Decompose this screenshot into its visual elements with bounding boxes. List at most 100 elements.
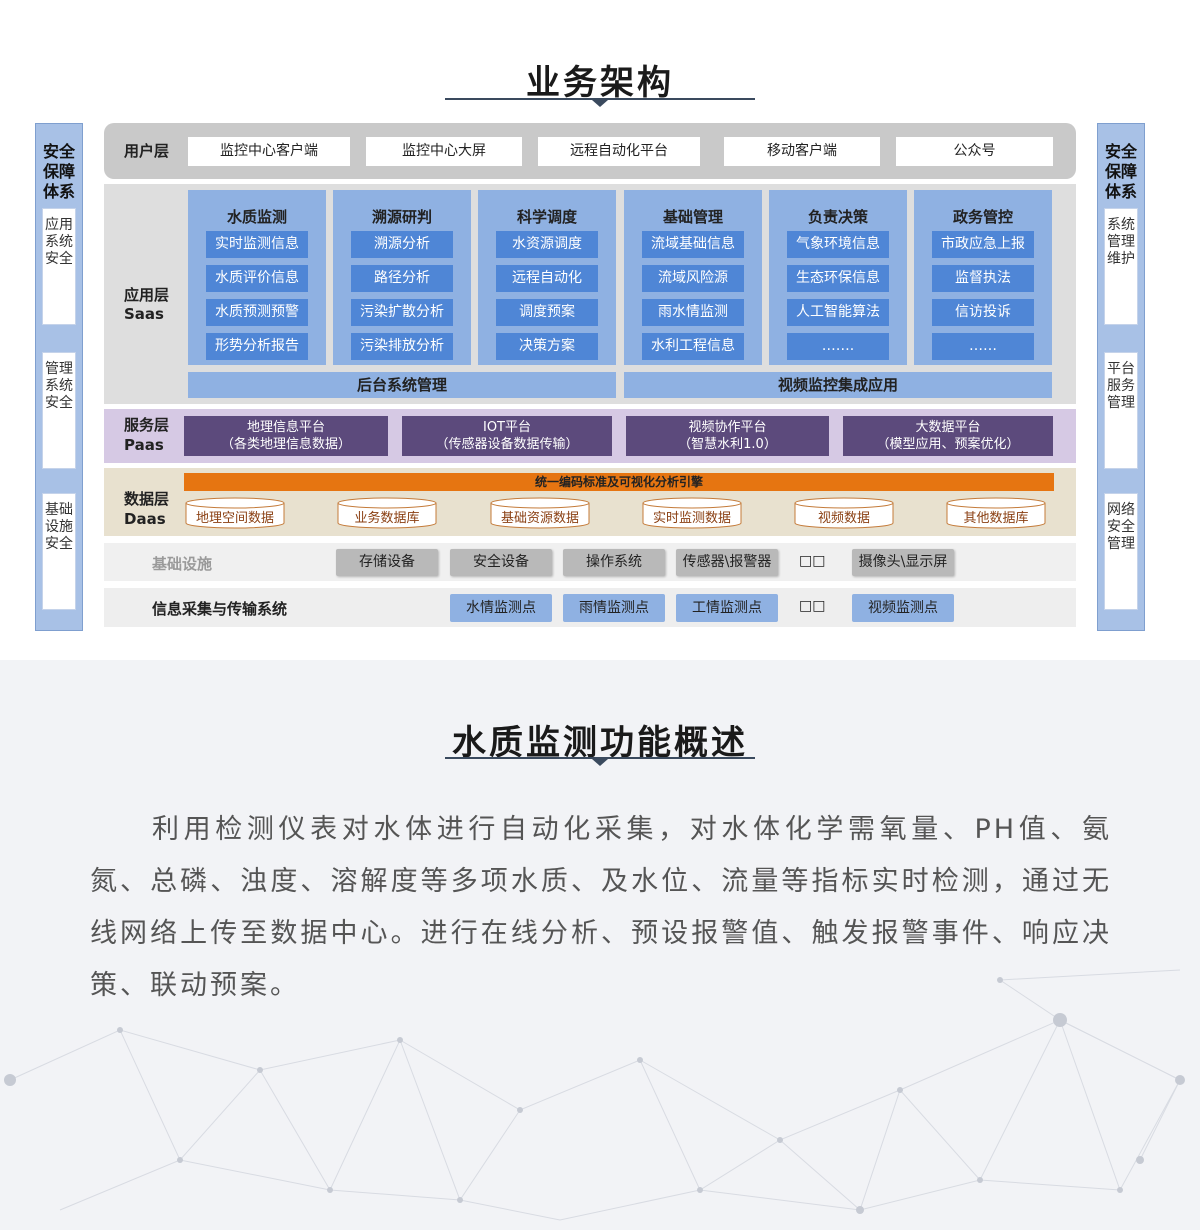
app-column-title: 科学调度 <box>478 206 616 227</box>
service-item-title: 大数据平台 <box>843 419 1053 436</box>
user-item: 监控中心大屏 <box>366 137 522 166</box>
collection-item: 水情监测点 <box>450 594 552 622</box>
service-item: 大数据平台 （模型应用、预案优化） <box>843 416 1053 456</box>
data-layer-sublabel: Daas <box>124 510 166 529</box>
database-cylinder: 其他数据库 <box>946 497 1046 529</box>
service-layer: 服务层 Paas 地理信息平台 （各类地理信息数据） IOT平台 （传感器设备数… <box>104 409 1076 463</box>
app-column-title: 水质监测 <box>188 206 326 227</box>
app-item: 决策方案 <box>496 333 598 360</box>
app-item: 调度预案 <box>496 299 598 326</box>
app-layer-label: 应用层 <box>124 286 169 305</box>
infrastructure-item: 安全设备 <box>450 549 552 576</box>
app-item: 污染排放分析 <box>351 333 453 360</box>
app-item: 远程自动化 <box>496 265 598 292</box>
database-cylinder: 地理空间数据 <box>185 497 285 529</box>
app-column-title: 基础管理 <box>624 206 762 227</box>
left-security-item: 应用系统安全 <box>42 208 76 325</box>
infrastructure-label: 基础设施 <box>152 553 212 574</box>
service-item-desc: （各类地理信息数据） <box>184 436 388 453</box>
app-item: 市政应急上报 <box>932 231 1034 258</box>
app-item: 信访投诉 <box>932 299 1034 326</box>
collection-layer: 信息采集与传输系统 水情监测点 雨情监测点 工情监测点 □□ 视频监测点 <box>104 588 1076 627</box>
infrastructure-item: 操作系统 <box>563 549 665 576</box>
backend-management-bar: 后台系统管理 <box>188 372 616 398</box>
left-security-column: 安全保障体系 应用系统安全 管理系统安全 基础设施安全 <box>35 123 83 631</box>
video-integration-bar: 视频监控集成应用 <box>624 372 1052 398</box>
infrastructure-layer: 基础设施 存储设备 安全设备 操作系统 传感器\报警器 □□ 摄像头\显示屏 <box>104 543 1076 581</box>
app-item: 流域风险源 <box>642 265 744 292</box>
infrastructure-item: 传感器\报警器 <box>676 549 778 576</box>
user-item: 公众号 <box>896 137 1053 166</box>
infrastructure-item: 存储设备 <box>336 549 438 576</box>
app-item: 监督执法 <box>932 265 1034 292</box>
app-column-title: 溯源研判 <box>333 206 471 227</box>
left-security-item: 管理系统安全 <box>42 352 76 469</box>
database-label: 业务数据库 <box>337 507 437 526</box>
collection-item: 视频监测点 <box>852 594 954 622</box>
service-item-desc: （智慧水利1.0） <box>626 436 829 453</box>
service-item: 地理信息平台 （各类地理信息数据） <box>184 416 388 456</box>
database-label: 其他数据库 <box>946 507 1046 526</box>
app-item: ……. <box>787 333 889 360</box>
database-label: 视频数据 <box>794 507 894 526</box>
service-item-desc: （传感器设备数据传输） <box>402 436 612 453</box>
service-item: IOT平台 （传感器设备数据传输） <box>402 416 612 456</box>
service-item-title: IOT平台 <box>402 419 612 436</box>
data-layer-label: 数据层 <box>124 490 169 509</box>
app-column: 溯源研判 溯源分析 路径分析 污染扩散分析 污染排放分析 <box>333 190 471 365</box>
database-cylinder: 实时监测数据 <box>642 497 742 529</box>
overview-title-underline-notch <box>592 759 608 766</box>
service-item-desc: （模型应用、预案优化） <box>843 436 1053 453</box>
collection-label: 信息采集与传输系统 <box>152 598 287 619</box>
user-item: 远程自动化平台 <box>538 137 700 166</box>
database-label: 实时监测数据 <box>642 507 742 526</box>
service-item-title: 视频协作平台 <box>626 419 829 436</box>
left-security-item: 基础设施安全 <box>42 493 76 610</box>
app-item: 水质预测预警 <box>206 299 308 326</box>
app-layer: 应用层 Saas 水质监测 实时监测信息 水质评价信息 水质预测预警 形势分析报… <box>104 184 1076 404</box>
service-item: 视频协作平台 （智慧水利1.0） <box>626 416 829 456</box>
app-item: …… <box>932 333 1034 360</box>
app-layer-sublabel: Saas <box>124 305 164 324</box>
user-item: 移动客户端 <box>724 137 880 166</box>
right-security-title: 安全保障体系 <box>1098 142 1144 202</box>
app-column: 科学调度 水资源调度 远程自动化 调度预案 决策方案 <box>478 190 616 365</box>
app-column-title: 政务管控 <box>914 206 1052 227</box>
app-item: 气象环境信息 <box>787 231 889 258</box>
app-column: 水质监测 实时监测信息 水质评价信息 水质预测预警 形势分析报告 <box>188 190 326 365</box>
database-cylinder: 业务数据库 <box>337 497 437 529</box>
collection-placeholder: □□ <box>799 598 825 614</box>
user-item: 监控中心客户端 <box>188 137 350 166</box>
app-column: 基础管理 流域基础信息 流域风险源 雨水情监测 水利工程信息 <box>624 190 762 365</box>
right-security-item: 平台服务管理 <box>1104 352 1138 469</box>
database-cylinder: 视频数据 <box>794 497 894 529</box>
database-label: 地理空间数据 <box>185 507 285 526</box>
overview-paragraph: 利用检测仪表对水体进行自动化采集，对水体化学需氧量、PH值、氨氮、总磷、浊度、溶… <box>90 804 1112 1012</box>
app-item: 流域基础信息 <box>642 231 744 258</box>
app-item: 实时监测信息 <box>206 231 308 258</box>
app-item: 生态环保信息 <box>787 265 889 292</box>
user-layer: 用户层 监控中心客户端 监控中心大屏 远程自动化平台 移动客户端 公众号 <box>104 123 1076 179</box>
collection-item: 雨情监测点 <box>563 594 665 622</box>
service-layer-sublabel: Paas <box>124 436 164 455</box>
app-column: 政务管控 市政应急上报 监督执法 信访投诉 …… <box>914 190 1052 365</box>
architecture-title: 业务架构 <box>0 55 1200 104</box>
service-layer-label: 服务层 <box>124 416 169 435</box>
infrastructure-placeholder: □□ <box>799 553 825 569</box>
database-cylinder: 基础资源数据 <box>490 497 590 529</box>
app-column-title: 负责决策 <box>769 206 907 227</box>
service-item-title: 地理信息平台 <box>184 419 388 436</box>
data-layer: 数据层 Daas 统一编码标准及可视化分析引擎 地理空间数据 业务数据库 基础资… <box>104 468 1076 536</box>
left-security-title: 安全保障体系 <box>36 142 82 202</box>
database-label: 基础资源数据 <box>490 507 590 526</box>
app-item: 水质评价信息 <box>206 265 308 292</box>
app-column: 负责决策 气象环境信息 生态环保信息 人工智能算法 ……. <box>769 190 907 365</box>
app-item: 污染扩散分析 <box>351 299 453 326</box>
right-security-item: 网络安全管理 <box>1104 493 1138 610</box>
right-security-column: 安全保障体系 系统管理维护 平台服务管理 网络安全管理 <box>1097 123 1145 631</box>
title-underline-notch <box>592 100 608 107</box>
app-item: 人工智能算法 <box>787 299 889 326</box>
app-item: 雨水情监测 <box>642 299 744 326</box>
collection-item: 工情监测点 <box>676 594 778 622</box>
infrastructure-item: 摄像头\显示屏 <box>852 549 954 576</box>
